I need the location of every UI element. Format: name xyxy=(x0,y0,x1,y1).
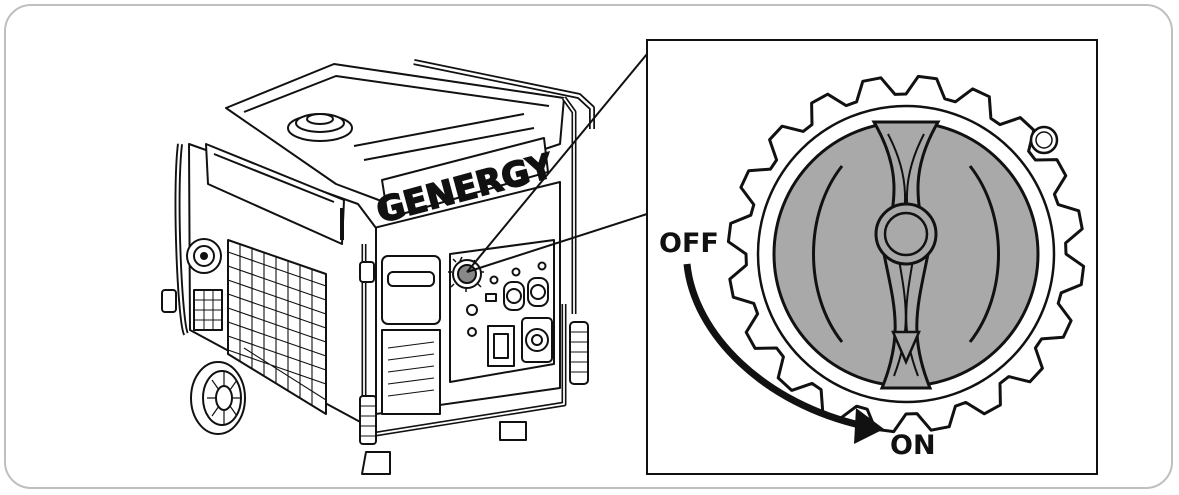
rotation-arrow-icon xyxy=(683,263,884,444)
fuel-dial-knob xyxy=(726,74,1086,434)
dial-pointer-icon xyxy=(891,330,921,366)
illustration-frame: GENERGY OFF ON xyxy=(4,4,1173,489)
generator-drawing xyxy=(161,59,595,475)
off-label: OFF xyxy=(659,228,719,259)
on-label: ON xyxy=(890,430,936,461)
callout-lines xyxy=(466,53,648,273)
